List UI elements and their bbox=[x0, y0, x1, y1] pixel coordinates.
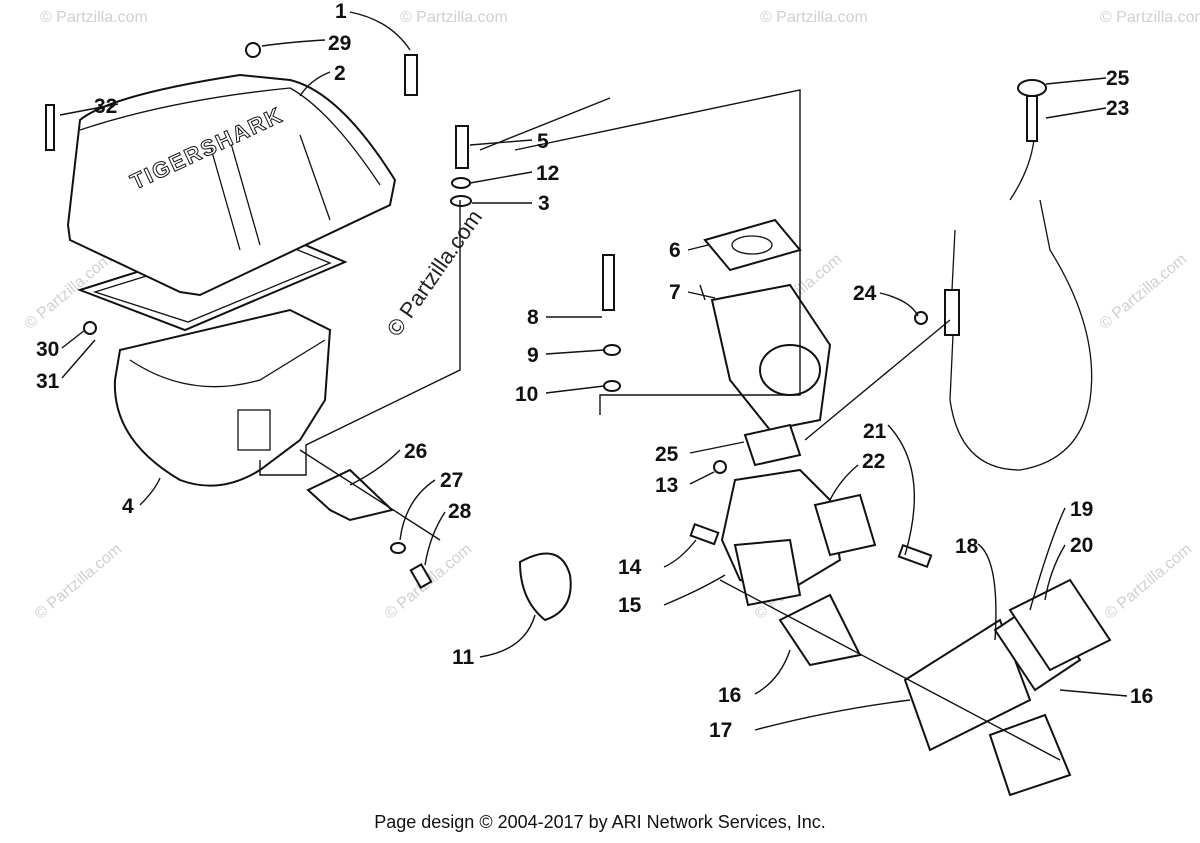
screw-8 bbox=[602, 254, 615, 311]
washer-9 bbox=[603, 344, 621, 356]
callout-30: 29 bbox=[328, 32, 351, 55]
screw-33 bbox=[45, 104, 55, 151]
callout-26: 25 bbox=[655, 443, 679, 466]
callout-17: 17 bbox=[709, 719, 732, 742]
watermark-text: © Partzilla.com bbox=[760, 9, 868, 26]
callout-20: 20 bbox=[1070, 534, 1093, 557]
choke-cable-upper bbox=[1009, 139, 1035, 201]
air-silencer-assembly: TIGERSHARK bbox=[45, 42, 572, 622]
callout-3: 3 bbox=[538, 192, 550, 215]
reed-valve-17 bbox=[903, 618, 1032, 752]
page-footer: Page design © 2004-2017 by ARI Network S… bbox=[374, 812, 826, 832]
callout-23: 23 bbox=[1106, 97, 1129, 120]
carburetor-assembly bbox=[602, 79, 1112, 797]
callout-8: 8 bbox=[527, 306, 539, 329]
choke-cable bbox=[949, 199, 1093, 471]
callout-11: 11 bbox=[452, 646, 475, 669]
callout-28: 27 bbox=[440, 469, 463, 492]
rivet-30 bbox=[245, 42, 261, 58]
callout-31: 30 bbox=[36, 338, 59, 361]
callout-25: 25 bbox=[1106, 67, 1130, 90]
callout-13: 13 bbox=[655, 474, 678, 497]
gasket-26 bbox=[743, 423, 802, 467]
callout-18: 18 bbox=[955, 535, 979, 558]
gasket-16a bbox=[778, 593, 862, 667]
watermark-text: © Partzilla.com bbox=[1100, 9, 1200, 26]
washer-12 bbox=[451, 177, 471, 189]
callouts: 1 29 2 32 30 31 4 5 12 3 6 7 8 9 10 25 1… bbox=[36, 0, 1153, 742]
callout-15: 15 bbox=[618, 594, 642, 617]
callout-21: 21 bbox=[863, 420, 887, 443]
callout-33: 32 bbox=[94, 95, 117, 118]
callout-12: 12 bbox=[536, 162, 559, 185]
watermark-text: © Partzilla.com bbox=[40, 9, 148, 26]
washer-28 bbox=[390, 542, 406, 554]
reed-petal-19 bbox=[1008, 578, 1112, 672]
watermark-main: © Partzilla.com bbox=[382, 205, 488, 341]
gasket-16b bbox=[988, 713, 1072, 797]
watermark-text: © Partzilla.com bbox=[32, 541, 126, 623]
callout-14: 14 bbox=[618, 556, 642, 579]
plunger-23 bbox=[1026, 95, 1038, 142]
stud-21 bbox=[897, 543, 933, 569]
callout-9: 9 bbox=[527, 344, 539, 367]
callout-7: 7 bbox=[669, 281, 681, 304]
screw-1 bbox=[404, 54, 418, 96]
leader-lines bbox=[59, 11, 1128, 761]
callout-2: 2 bbox=[334, 62, 346, 85]
choke-plunger bbox=[944, 289, 960, 336]
gasket-6 bbox=[703, 218, 802, 272]
washer-10 bbox=[603, 380, 621, 392]
watermark-text: © Partzilla.com bbox=[400, 9, 508, 26]
callout-10: 10 bbox=[515, 383, 538, 406]
callout-24: 24 bbox=[853, 282, 877, 305]
bolt-14 bbox=[689, 522, 720, 546]
callout-32: 31 bbox=[36, 370, 60, 393]
watermark-text: © Partzilla.com bbox=[1097, 251, 1191, 333]
callout-16a: 16 bbox=[718, 684, 741, 707]
callout-4: 4 bbox=[122, 495, 134, 518]
callout-1: 1 bbox=[335, 0, 347, 23]
knob-25 bbox=[1017, 79, 1047, 97]
bolt-29 bbox=[409, 562, 433, 590]
callout-6: 6 bbox=[669, 239, 681, 262]
callout-19: 19 bbox=[1070, 498, 1093, 521]
bolt-5 bbox=[455, 125, 469, 169]
callout-5: 5 bbox=[537, 130, 549, 153]
callout-16b: 16 bbox=[1130, 685, 1153, 708]
nut-31 bbox=[83, 321, 97, 335]
callout-27: 26 bbox=[404, 440, 427, 463]
nipple-13 bbox=[713, 460, 727, 474]
washer-3 bbox=[450, 195, 472, 207]
callout-29: 28 bbox=[448, 500, 472, 523]
callout-22: 22 bbox=[862, 450, 885, 473]
watermark-text: © Partzilla.com bbox=[1102, 541, 1196, 623]
